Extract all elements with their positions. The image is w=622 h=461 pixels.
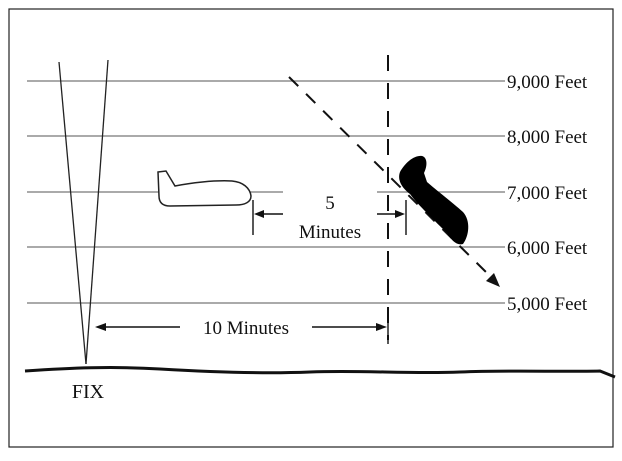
five-minute-label-background [283, 190, 377, 242]
descending-aircraft-icon [399, 155, 469, 245]
ten-minute-arrowhead-right [376, 323, 387, 331]
fix-label: FIX [72, 381, 105, 403]
altitude-label-5000: 5,000 Feet [507, 294, 588, 315]
five-minute-value: 5 [325, 193, 335, 214]
five-minute-arrowhead-left [254, 210, 264, 218]
altitude-label-9000: 9,000 Feet [507, 72, 588, 93]
descent-path-arrowhead [486, 273, 500, 287]
altitude-label-7000: 7,000 Feet [507, 183, 588, 204]
fix-cone-left-edge [58, 61, 87, 365]
ten-minute-label: 10 Minutes [203, 318, 289, 339]
altitude-label-6000: 6,000 Feet [507, 238, 588, 259]
altitude-labels: 9,000 Feet 8,000 Feet 7,000 Feet 6,000 F… [507, 72, 588, 315]
level-aircraft-icon [157, 170, 252, 207]
fix-cone-right-edge [85, 59, 109, 365]
altitude-label-8000: 8,000 Feet [507, 127, 588, 148]
fix-cone [58, 59, 109, 365]
ground-line [24, 366, 616, 379]
ten-minute-dimension: 10 Minutes [95, 312, 389, 344]
five-minute-arrowhead-right [395, 210, 405, 218]
descent-path [288, 76, 500, 287]
five-minute-dimension: 5 Minutes [252, 190, 407, 243]
ten-minute-arrowhead-left [95, 323, 106, 331]
five-minute-unit: Minutes [299, 222, 361, 243]
